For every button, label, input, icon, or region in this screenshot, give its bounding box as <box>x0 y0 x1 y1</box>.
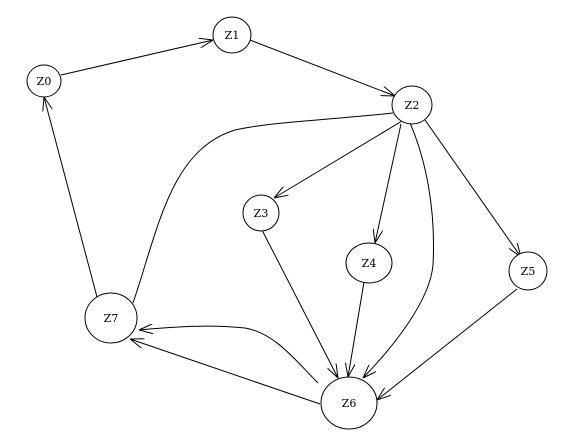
edge-z1-z2 <box>249 39 395 96</box>
node-label: Z1 <box>225 29 240 42</box>
node-label: Z0 <box>37 75 52 88</box>
node-z4[interactable]: Z4 <box>345 242 393 284</box>
node-label: Z5 <box>521 265 536 278</box>
nodes: Z0 Z1 Z2 Z3 Z4 Z5 Z6 Z7 <box>26 16 548 430</box>
node-label: Z3 <box>254 207 269 220</box>
node-z2[interactable]: Z2 <box>391 85 433 125</box>
edge-z2-z6 <box>363 122 434 378</box>
edge-z0-z1 <box>60 40 213 76</box>
node-z3[interactable]: Z3 <box>242 194 280 232</box>
node-label: Z6 <box>342 397 357 410</box>
node-label: Z2 <box>405 99 420 112</box>
edge-z4-z6 <box>348 281 365 377</box>
edge-z6-z7-curved <box>139 326 319 384</box>
node-label: Z4 <box>362 257 377 270</box>
edges <box>44 39 521 405</box>
edge-z2-z5 <box>424 119 521 257</box>
edge-z3-z6 <box>261 229 338 378</box>
node-z0[interactable]: Z0 <box>26 64 62 98</box>
node-z1[interactable]: Z1 <box>212 16 252 54</box>
edge-z6-z7-straight <box>130 339 321 405</box>
edge-z5-z6 <box>377 288 518 400</box>
edge-z2-z3 <box>274 120 403 198</box>
node-z7[interactable]: Z7 <box>84 292 138 344</box>
node-label: Z7 <box>104 312 119 325</box>
edge-z2-z4 <box>375 123 402 243</box>
edge-z2-z7 <box>132 112 394 304</box>
edge-z7-z0 <box>44 97 98 298</box>
node-z6[interactable]: Z6 <box>320 376 378 430</box>
node-z5[interactable]: Z5 <box>508 251 548 291</box>
